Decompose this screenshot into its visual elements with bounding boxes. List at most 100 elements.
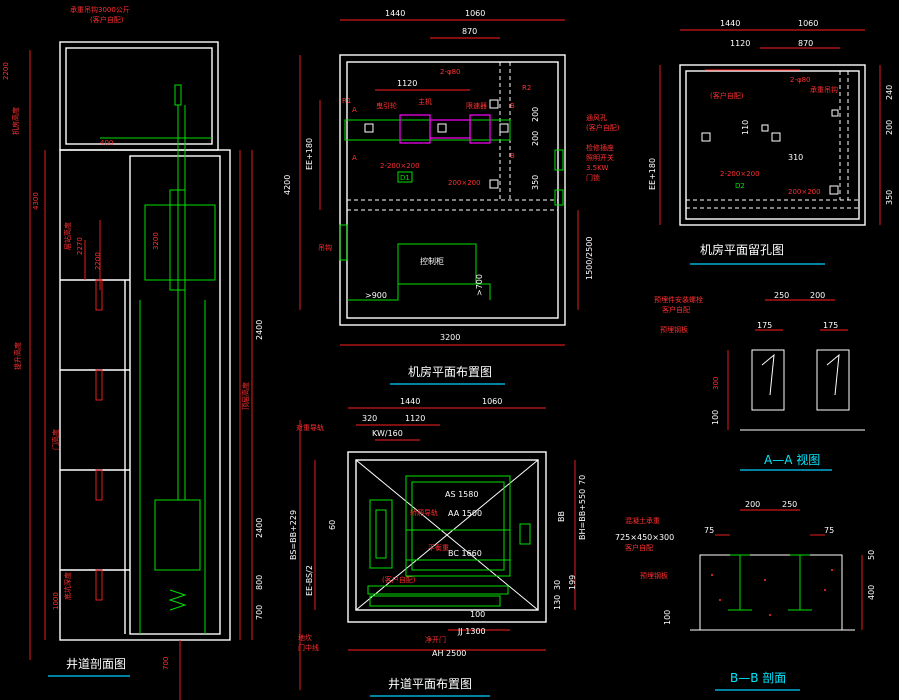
hp-dim-1440: 1440 — [720, 19, 740, 28]
note-door-height: 门高度 — [51, 429, 60, 450]
mr-dim-3200: 3200 — [440, 333, 460, 342]
dim-800: 800 — [255, 575, 264, 590]
i-beam-left — [728, 554, 752, 611]
bb-dim-200: 200 — [745, 500, 760, 509]
sp-note-opening: 净开门 — [425, 635, 446, 644]
dim-700: 700 — [255, 605, 264, 620]
sp-note-balance: 平衡重 — [428, 543, 449, 552]
machine-room-holes-plan: 1440 1060 870 1120 2-φ80 2-200×200 200×2… — [648, 19, 894, 265]
sp-note-cw-rail: 对重导轨 — [296, 423, 324, 432]
control-cabinet — [397, 243, 477, 285]
hp-label-ee180: EE+180 — [648, 158, 657, 190]
sp-label-60: 60 — [328, 520, 337, 530]
i-beam-right — [788, 554, 812, 611]
sp-label-as: AS 1580 — [445, 490, 478, 499]
note-room-height: 机房高度 — [11, 107, 20, 135]
mr-label-a2: A — [352, 154, 357, 162]
aa-note-client: 客户自配 — [662, 305, 690, 314]
sp-dim-320: 320 — [362, 414, 377, 423]
mr-note-client: (客户自配) — [586, 123, 620, 132]
mr-note-hook: 吊钩 — [318, 243, 332, 252]
shaft-outline — [59, 149, 231, 641]
mr-note-vent: 通风孔 — [586, 113, 607, 122]
sp-label-jj: JJ 1300 — [457, 627, 486, 636]
dim-2270: 2270 — [76, 237, 84, 255]
aa-dim-175a: 175 — [757, 321, 772, 330]
note-top-height: 顶层高度 — [241, 382, 250, 410]
hp-label-110: 110 — [741, 120, 750, 135]
bb-dim-75b: 75 — [824, 526, 834, 535]
mr-dim-870: 870 — [462, 27, 477, 36]
bb-note-concrete: 混凝土承重 — [625, 516, 660, 525]
mr-label-200b: 200 — [531, 131, 540, 146]
sp-note-car-rail: 轿厢导轨 — [410, 508, 438, 517]
mr-dim-4200: 4200 — [283, 175, 292, 195]
hp-label-phi80: 2-φ80 — [790, 76, 811, 84]
aa-dim-175b: 175 — [823, 321, 838, 330]
sp-label-ah: AH 2500 — [432, 649, 466, 658]
view-aa-drawing: 250 200 175 175 300 100 预埋件安装螺栓 客户自配 预埋钢… — [654, 291, 865, 471]
hp-label-350: 350 — [885, 190, 894, 205]
title-machine-room-holes: 机房平面留孔图 — [700, 242, 784, 257]
title-view-aa: A—A 视图 — [764, 452, 820, 467]
mr-label-ee180: EE+180 — [305, 138, 314, 170]
dim-2400-a: 2400 — [255, 320, 264, 340]
sp-label-199: 199 — [568, 575, 577, 590]
aa-note-plate: 预埋钢板 — [660, 325, 688, 334]
bb-dim-400: 400 — [867, 585, 876, 600]
mr-label-900: >900 — [365, 291, 387, 300]
sp-label-bb: BB — [557, 511, 566, 522]
dim-4300: 4300 — [32, 192, 40, 210]
sp-label-70: 70 — [578, 475, 587, 485]
aa-dim-100: 100 — [711, 410, 720, 425]
mr-label-200a: 200 — [531, 107, 540, 122]
aa-note-bolt: 预埋件安装螺栓 — [654, 295, 703, 304]
mr-note-sheave: 曳引轮 — [376, 101, 397, 110]
title-shaft-section: 井道剖面图 — [66, 657, 126, 671]
hp-label-240: 240 — [885, 85, 894, 100]
car-plan — [405, 475, 511, 577]
note-client: (客户自配) — [90, 15, 124, 24]
mr-label-350: 350 — [531, 175, 540, 190]
title-shaft-plan: 井道平面布置图 — [388, 677, 472, 691]
dim-2200-mid: 2200 — [94, 252, 102, 270]
mr-label-d1: D1 — [400, 174, 410, 182]
mr-label-cabinet: 控制柜 — [420, 256, 444, 266]
mr-note-power: 3.5KW — [586, 164, 608, 172]
dim-2400-b: 2400 — [255, 518, 264, 538]
sp-label-100: 100 — [470, 610, 485, 619]
mr-label-holes: 2-200×200 — [380, 162, 420, 170]
counterweight-plan — [369, 499, 393, 569]
mr-note-governor: 限速器 — [466, 101, 487, 110]
bb-dim-250: 250 — [782, 500, 797, 509]
mr-dim-right: 1500/2500 — [585, 237, 594, 280]
machine-room-inner — [65, 47, 213, 145]
car-frame — [144, 204, 216, 281]
mr-label-a1: A — [352, 106, 357, 114]
sp-note-client: (客户自配) — [382, 575, 416, 584]
hp-label-200: 200 — [885, 120, 894, 135]
hp-label-310: 310 — [788, 153, 803, 162]
sp-label-aa: AA 1500 — [448, 509, 482, 518]
bb-dim-50: 50 — [867, 550, 876, 560]
note-floor-height: 层站高度 — [63, 222, 72, 250]
hp-label-d2: D2 — [735, 182, 745, 190]
sp-label-30: 30 — [553, 580, 562, 590]
mr-dim-1060: 1060 — [465, 9, 485, 18]
mr-label-r1: R1 — [342, 97, 351, 105]
mr-label-b2: B — [510, 152, 515, 160]
mr-note-lock: 门锁 — [586, 173, 600, 182]
dim-400: 400 — [100, 139, 113, 147]
hp-label-holes: 2-200×200 — [720, 170, 760, 178]
bb-dim-100: 100 — [663, 610, 672, 625]
hp-dim-870: 870 — [798, 39, 813, 48]
mr-label-phi80: 2-φ80 — [440, 68, 461, 76]
hp-note-client: (客户自配) — [710, 91, 744, 100]
title-section-bb: B—B 剖面 — [730, 671, 786, 685]
hp-dim-1120: 1120 — [730, 39, 750, 48]
counterweight — [154, 499, 201, 571]
shaft-inner — [129, 155, 221, 635]
note-lift-height: 提升高度 — [13, 342, 22, 370]
aa-dim-250: 250 — [774, 291, 789, 300]
